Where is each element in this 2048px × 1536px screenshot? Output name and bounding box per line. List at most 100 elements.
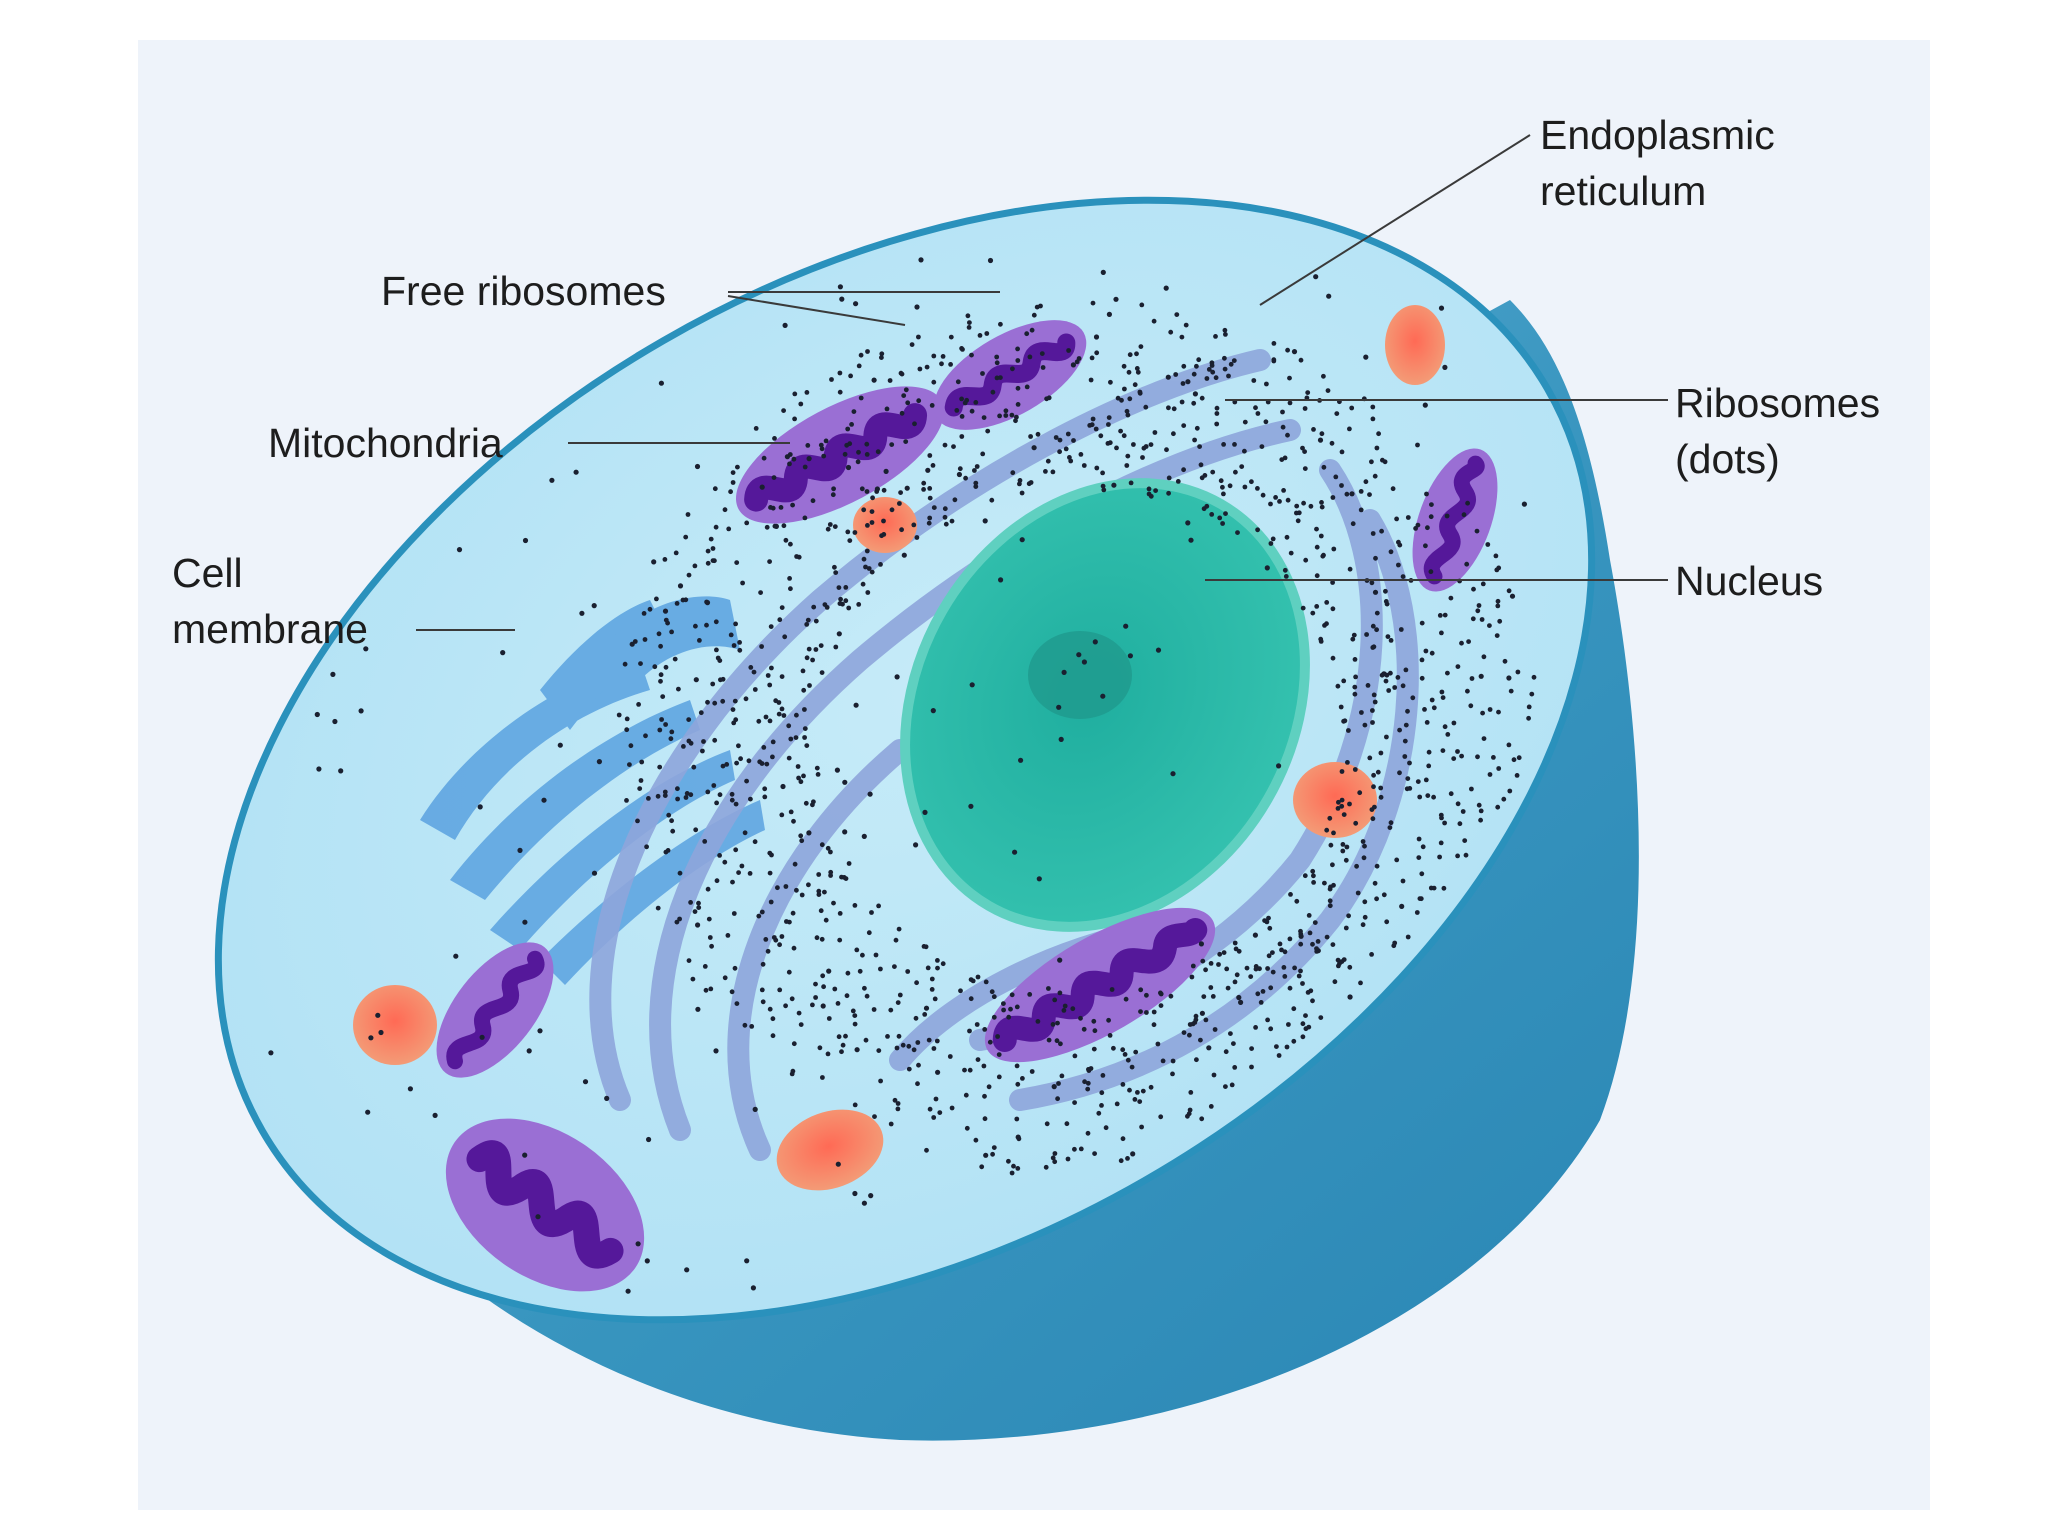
ribosome-dot — [1491, 755, 1496, 760]
ribosome-dot — [856, 602, 862, 607]
ribosome-dot — [1303, 557, 1309, 563]
ribosome-dot — [798, 1022, 804, 1027]
ribosome-dot — [1183, 322, 1189, 328]
ribosome-dot — [642, 637, 648, 642]
ribosome-dot — [1362, 914, 1368, 920]
ribosome-dot — [1327, 898, 1333, 904]
ribosome-dot — [926, 520, 932, 526]
ribosome-dot — [1314, 544, 1320, 550]
ribosome-dot — [1506, 675, 1512, 681]
ribosome-dot — [1330, 942, 1336, 947]
ribosome-dot — [1249, 1046, 1254, 1051]
ribosome-dot — [1085, 1130, 1091, 1136]
ribosome-dot — [1330, 580, 1335, 585]
ribosome-dot — [1028, 434, 1033, 439]
ribosome-dot — [628, 743, 634, 749]
ribosome-dot — [1170, 1058, 1176, 1064]
ribosome-dot — [1099, 1103, 1104, 1108]
ribosome-dot — [1081, 463, 1087, 468]
ribosome-dot — [854, 1047, 860, 1053]
ribosome-dot — [952, 497, 958, 503]
ribosome-dot — [864, 489, 870, 494]
ribosome-dot — [906, 1043, 912, 1049]
ribosome-dot — [1222, 355, 1227, 361]
ribosome-dot — [1442, 820, 1447, 826]
ribosome-dot — [1107, 1033, 1113, 1038]
ribosome-dot — [1501, 796, 1507, 802]
ribosome-dot — [914, 304, 920, 310]
ribosome-dot — [906, 1066, 912, 1072]
ribosome-dot — [839, 1049, 844, 1055]
ribosome-dot — [929, 403, 935, 408]
ribosome-dot — [851, 409, 857, 414]
ribosome-dot — [1319, 500, 1324, 505]
ribosome-dot — [744, 1258, 750, 1264]
ribosome-dot — [1374, 445, 1380, 451]
ribosome-dot — [1371, 772, 1376, 778]
ribosome-dot — [1264, 565, 1270, 571]
ribosome-dot — [865, 349, 870, 354]
ribosome-dot — [1009, 412, 1015, 418]
ribosome-dot — [1187, 1032, 1192, 1038]
ribosome-dot — [708, 536, 714, 542]
ribosome-dot — [790, 910, 796, 916]
ribosome-dot — [798, 401, 804, 407]
ribosome-dot — [834, 767, 841, 773]
ribosome-dot — [777, 942, 782, 948]
ribosome-dot — [1496, 565, 1502, 571]
ribosome-dot — [813, 981, 818, 987]
ribosome-dot — [1375, 769, 1381, 775]
ribosome-dot — [924, 364, 930, 370]
ribosome-dot — [363, 646, 369, 652]
ribosome-dot — [1055, 1020, 1060, 1026]
ribosome-dot — [1056, 704, 1062, 710]
ribosome-dot — [1291, 1006, 1297, 1012]
ribosome-dot — [1418, 896, 1424, 902]
ribosome-dot — [1210, 994, 1216, 999]
ribosome-dot — [742, 830, 748, 836]
ribosome-dot — [980, 451, 986, 457]
ribosome-dot — [922, 1012, 928, 1017]
ribosome-dot — [1031, 312, 1037, 318]
ribosome-dot — [1223, 332, 1228, 337]
ribosome-dot — [828, 873, 833, 878]
ribosome-dot — [1360, 922, 1366, 928]
ribosome-dot — [1305, 390, 1311, 395]
ribosome-dot — [987, 1039, 993, 1045]
ribosome-dot — [1140, 1088, 1146, 1094]
ribosome-dot — [1343, 857, 1349, 863]
ribosome-dot — [1335, 806, 1341, 811]
ribosome-dot — [1324, 600, 1330, 605]
ribosome-dot — [662, 557, 668, 562]
ribosome-dot — [1194, 363, 1199, 369]
ribosome-dot — [591, 870, 598, 876]
ribosome-dot — [1094, 465, 1100, 471]
ribosome-dot — [1050, 469, 1056, 475]
ribosome-dot — [1213, 334, 1218, 339]
ribosome-dot — [916, 1062, 921, 1068]
label-mitochondria: Mitochondria — [268, 420, 503, 466]
ribosome-dot — [1111, 482, 1117, 488]
ribosome-dot — [828, 849, 833, 855]
ribosome-dot — [1064, 1121, 1070, 1127]
ribosome-dot — [703, 987, 709, 993]
ribosome-dot — [1322, 880, 1327, 886]
ribosome-dot — [1265, 966, 1270, 971]
ribosome-dot — [677, 870, 683, 876]
ribosome-dot — [1343, 925, 1349, 931]
ribosome-dot — [1334, 411, 1340, 416]
ribosome-dot — [1319, 431, 1325, 437]
ribosome-dot — [1526, 715, 1531, 721]
ribosome-dot — [1132, 1097, 1138, 1102]
ribosome-dot — [714, 647, 719, 653]
ribosome-dot — [1252, 932, 1258, 938]
ribosome-dot — [772, 523, 778, 529]
ribosome-dot — [843, 598, 849, 604]
ribosome-dot — [717, 853, 722, 858]
ribosome-dot — [1415, 779, 1421, 784]
ribosome-dot — [1006, 1014, 1012, 1020]
ribosome-dot — [1468, 703, 1474, 709]
ribosome-dot — [1416, 836, 1422, 842]
ribosome-dot — [1170, 771, 1176, 777]
